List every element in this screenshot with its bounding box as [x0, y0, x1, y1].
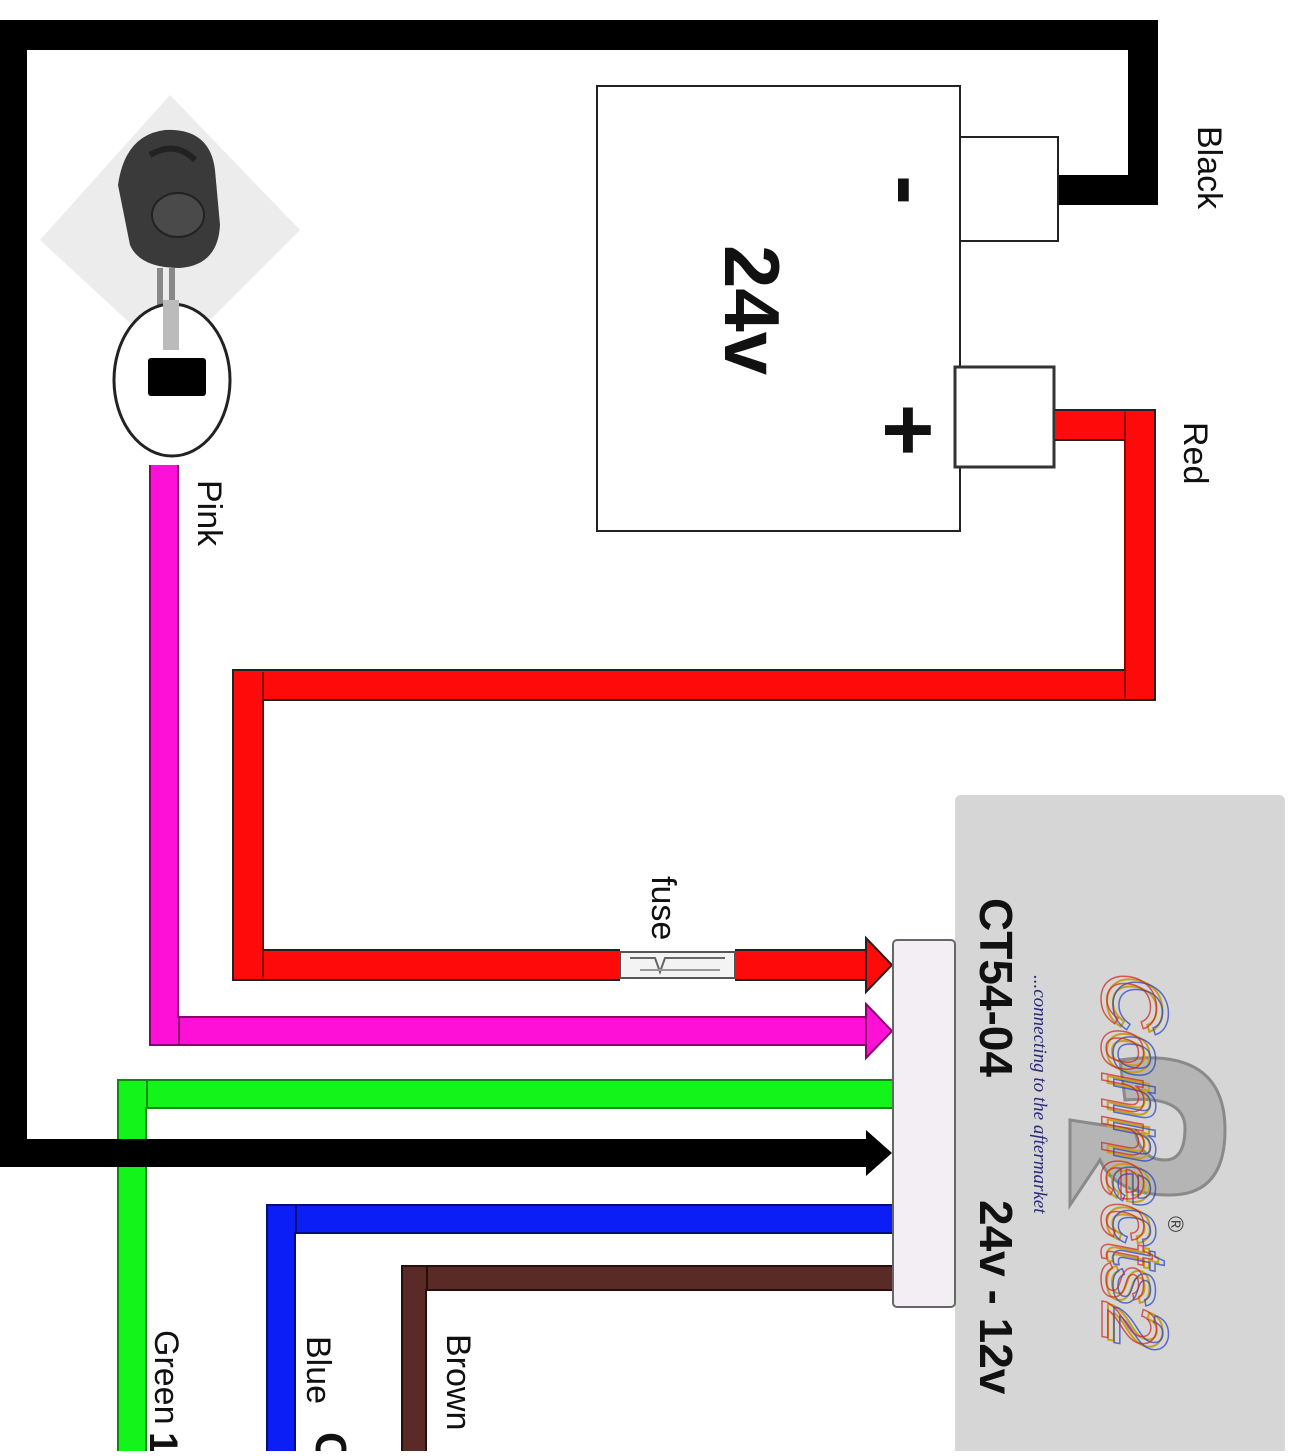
black-wire-arrow: [866, 1130, 892, 1176]
red-wire-arrow: [865, 935, 894, 995]
green-wire-label: Green: [147, 1330, 185, 1425]
green-wire: [117, 1079, 895, 1456]
brand-logo: Connects2 Connects2 Connects2 ®: [1068, 971, 1227, 1352]
battery-plus-symbol: +: [858, 404, 958, 457]
module-panel: [955, 795, 1285, 1455]
fuse: [619, 951, 736, 979]
blue-wire: [266, 1204, 895, 1456]
fuse-label: fuse: [644, 876, 682, 940]
svg-text:Connects2: Connects2: [1097, 978, 1185, 1351]
module-model: CT54-04: [970, 898, 1022, 1077]
brand-logo-text: Connects2: [1091, 975, 1179, 1348]
battery-negative-terminal: [959, 136, 1059, 242]
blue-wire-letter-partial: C: [306, 1432, 355, 1451]
module-tagline: ...connecting to the aftermarket: [1029, 975, 1050, 1214]
pink-wire-arrow: [865, 1001, 894, 1061]
green-wire-number-partial: 1: [141, 1432, 185, 1451]
battery-voltage-label: 24v: [708, 245, 796, 376]
blue-wire-label: Blue: [299, 1336, 337, 1404]
red-wire: fuse: [232, 409, 1156, 995]
battery-minus-symbol: -: [860, 175, 960, 205]
black-wire-label: Black: [1190, 126, 1228, 210]
red-wire-label: Red: [1176, 422, 1214, 484]
pink-wire: [149, 465, 894, 1061]
module-conversion: 24v - 12v: [970, 1200, 1022, 1395]
battery-body: [596, 85, 961, 532]
module-connector: [892, 939, 956, 1308]
svg-text:Connects2: Connects2: [1085, 972, 1173, 1345]
registered-mark: ®: [1163, 1216, 1188, 1232]
brown-wire-label: Brown: [439, 1334, 477, 1430]
pink-wire-label: Pink: [190, 480, 228, 547]
battery-positive-terminal: [953, 365, 1056, 469]
car-key-icon: [40, 95, 300, 458]
battery: 24v - +: [596, 85, 1059, 532]
brown-wire: [401, 1265, 895, 1456]
